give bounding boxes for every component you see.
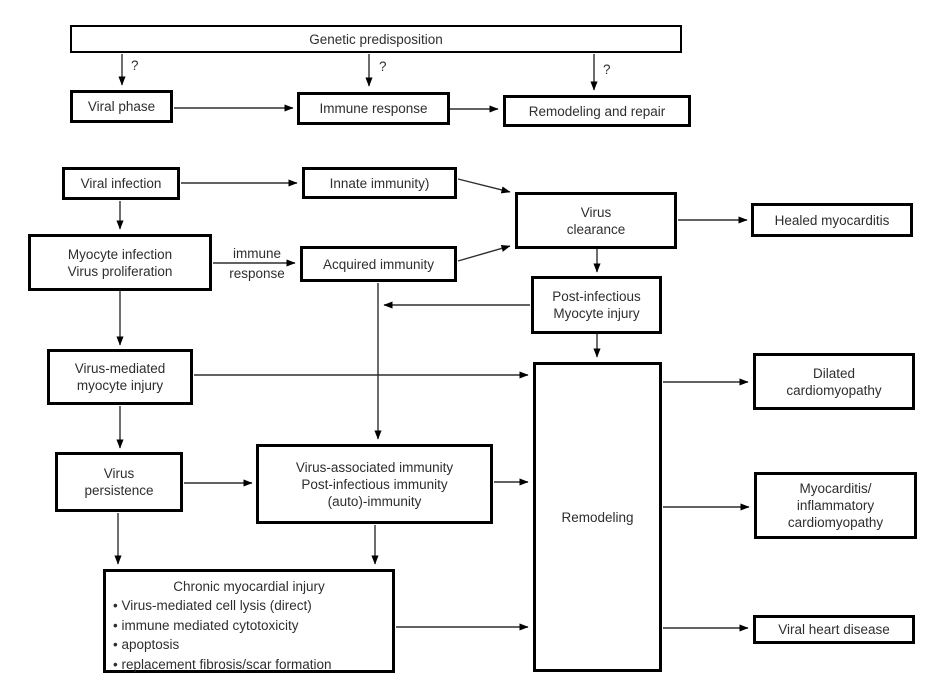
node-virus-mediated-injury: Virus-mediated myocyte injury xyxy=(47,349,193,405)
node-virus-clearance-line1: Virus xyxy=(580,204,612,220)
node-remodeling: Remodeling xyxy=(533,362,662,672)
node-post-infectious-injury: Post-infectious Myocyte injury xyxy=(531,276,662,334)
node-virus-associated-line1: Virus-associated immunity xyxy=(295,459,454,475)
node-chronic-title: Chronic myocardial injury xyxy=(173,579,325,594)
node-genetic-predisposition: Genetic predisposition xyxy=(70,25,682,53)
node-dilated-line2: cardiomyopathy xyxy=(786,382,882,398)
node-dilated-cardiomyopathy: Dilated cardiomyopathy xyxy=(753,353,915,410)
node-viral-infection: Viral infection xyxy=(62,167,180,200)
node-virus-associated-line2: Post-infectious immunity xyxy=(301,476,448,492)
node-healed-myocarditis: Healed myocarditis xyxy=(751,203,913,237)
node-myocarditis-line2: inflammatory xyxy=(796,498,875,513)
node-acquired-immunity-label: Acquired immunity xyxy=(322,256,435,272)
node-immune-response-label: Immune response xyxy=(319,101,428,116)
arrow-innate-immunity-to-virus-clearance xyxy=(457,178,511,194)
node-healed-myocarditis-label: Healed myocarditis xyxy=(774,212,890,228)
node-virus-persistence: Virus persistence xyxy=(55,452,183,512)
node-chronic-bullet-2: • immune mediated cytotoxicity xyxy=(113,617,299,633)
node-virus-clearance: Virus clearance xyxy=(515,192,677,249)
node-immune-response: Immune response xyxy=(297,92,450,125)
node-innate-immunity: Innate immunity) xyxy=(302,167,457,199)
question-mark-label: ? xyxy=(379,59,387,74)
node-acquired-immunity: Acquired immunity xyxy=(300,246,457,282)
edge-label-immune: immune xyxy=(232,246,281,261)
node-virus-clearance-line2: clearance xyxy=(566,221,626,237)
node-virus-persistence-line1: Virus xyxy=(103,466,135,481)
node-chronic-bullet-3: • apoptosis xyxy=(113,637,180,652)
node-post-infectious-line1: Post-infectious xyxy=(552,289,641,304)
node-innate-immunity-label: Innate immunity) xyxy=(329,175,430,191)
node-chronic-bullet-4: • replacement fibrosis/scar formation xyxy=(113,656,332,672)
question-mark-label: ? xyxy=(603,62,611,77)
node-dilated-line1: Dilated xyxy=(812,365,856,381)
node-viral-phase-label: Viral phase xyxy=(87,99,156,114)
node-post-infectious-line2: Myocyte injury xyxy=(553,306,640,321)
node-myocyte-infection: Myocyte infection Virus proliferation xyxy=(28,234,212,291)
node-viral-heart-disease: Viral heart disease xyxy=(753,615,915,644)
node-virus-associated-line3: (auto)-immunity xyxy=(327,493,422,509)
node-viral-heart-disease-label: Viral heart disease xyxy=(778,622,890,637)
node-chronic-myocardial-injury: Chronic myocardial injury • Virus-mediat… xyxy=(103,569,395,673)
node-viral-infection-label: Viral infection xyxy=(80,176,162,191)
node-myocarditis-line3: cardiomyopathy xyxy=(787,515,884,530)
node-virus-mediated-line1: Virus-mediated xyxy=(74,361,166,376)
arrow-acquired-immunity-to-virus-clearance xyxy=(457,244,511,262)
node-virus-persistence-line2: persistence xyxy=(84,483,154,498)
node-chronic-bullet-1: • Virus-mediated cell lysis (direct) xyxy=(113,598,312,613)
node-myocyte-infection-line2: Virus proliferation xyxy=(67,263,173,279)
node-myocyte-infection-line1: Myocyte infection xyxy=(67,246,173,262)
node-viral-phase: Viral phase xyxy=(70,90,173,123)
node-myocarditis-line1: Myocarditis/ xyxy=(799,481,872,496)
node-virus-associated-immunity: Virus-associated immunity Post-infectiou… xyxy=(256,444,493,524)
edge-label-response: response xyxy=(229,266,285,281)
node-remodeling-and-repair-label: Remodeling and repair xyxy=(528,103,666,119)
node-genetic-predisposition-label: Genetic predisposition xyxy=(309,31,443,47)
question-mark-label: ? xyxy=(131,58,139,73)
node-myocarditis-inflammatory: Myocarditis/ inflammatory cardiomyopathy xyxy=(754,472,917,539)
node-virus-mediated-line2: myocyte injury xyxy=(76,378,164,393)
node-remodeling-label: Remodeling xyxy=(561,509,634,525)
node-remodeling-and-repair: Remodeling and repair xyxy=(503,95,691,127)
